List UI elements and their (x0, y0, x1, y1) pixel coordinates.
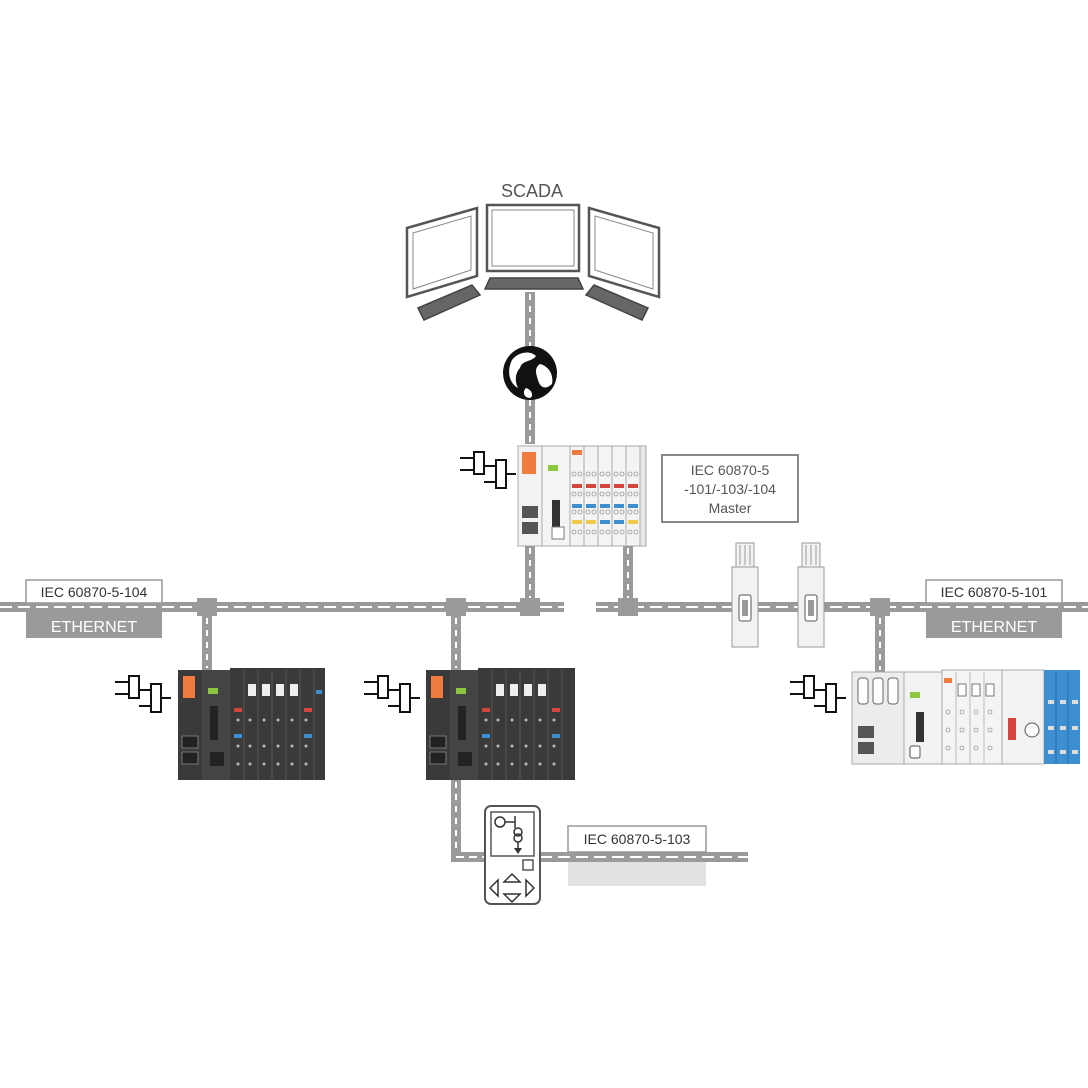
master-drop-links (525, 546, 633, 602)
right-protocol-label: IEC 60870-5-101 (925, 579, 1063, 604)
master-label-line1: IEC 60870-5 (691, 462, 770, 478)
protection-relay-icon (484, 805, 541, 905)
left-protocol-label: IEC 60870-5-104 (25, 579, 163, 604)
right-ethernet-bus (596, 598, 1088, 616)
drop-link (451, 616, 461, 670)
controller-icon (426, 668, 575, 780)
relay-symbol-icon (363, 675, 421, 713)
bottom-link (451, 780, 485, 862)
left-ethernet-bus (0, 598, 564, 616)
drop-link (875, 616, 885, 672)
relay-symbol-icon (114, 675, 172, 713)
drop-link (202, 616, 212, 670)
relay-symbol-icon (459, 451, 517, 489)
controller-icon (178, 668, 325, 780)
master-label-line2: -101/-103/-104 (684, 481, 776, 497)
keyboard-icon (483, 277, 585, 290)
master-label-box: IEC 60870-5 -101/-103/-104 Master (661, 454, 799, 523)
scada-label: SCADA (501, 181, 563, 201)
right-medium-label: ETHERNET (926, 612, 1062, 638)
globe-icon (503, 346, 557, 400)
master-label-line3: Master (709, 500, 752, 516)
io-modules (569, 445, 647, 547)
controller-icon (851, 669, 1080, 765)
monitor-icon (485, 203, 581, 273)
monitor-icon (405, 206, 479, 299)
relay-symbol-icon (789, 675, 847, 713)
scada-uplink (525, 292, 535, 444)
keyboard-icon (584, 284, 650, 321)
left-protocol-text: IEC 60870-5-104 (41, 584, 148, 600)
keyboard-icon (416, 284, 482, 321)
monitor-icon (587, 206, 661, 299)
left-medium-label: ETHERNET (26, 612, 162, 638)
serial-converter-icon (797, 542, 825, 648)
bottom-protocol-label: IEC 60870-5-103 (567, 825, 707, 853)
master-controller (517, 445, 647, 547)
bottom-serial-bus (540, 852, 748, 862)
bottom-protocol-text: IEC 60870-5-103 (584, 831, 691, 847)
bottom-medium-band (568, 862, 706, 886)
left-medium-text: ETHERNET (51, 619, 137, 636)
right-protocol-text: IEC 60870-5-101 (941, 584, 1048, 600)
scada-workstation (405, 203, 661, 321)
right-medium-text: ETHERNET (951, 619, 1037, 636)
serial-converter-icon (731, 542, 759, 648)
